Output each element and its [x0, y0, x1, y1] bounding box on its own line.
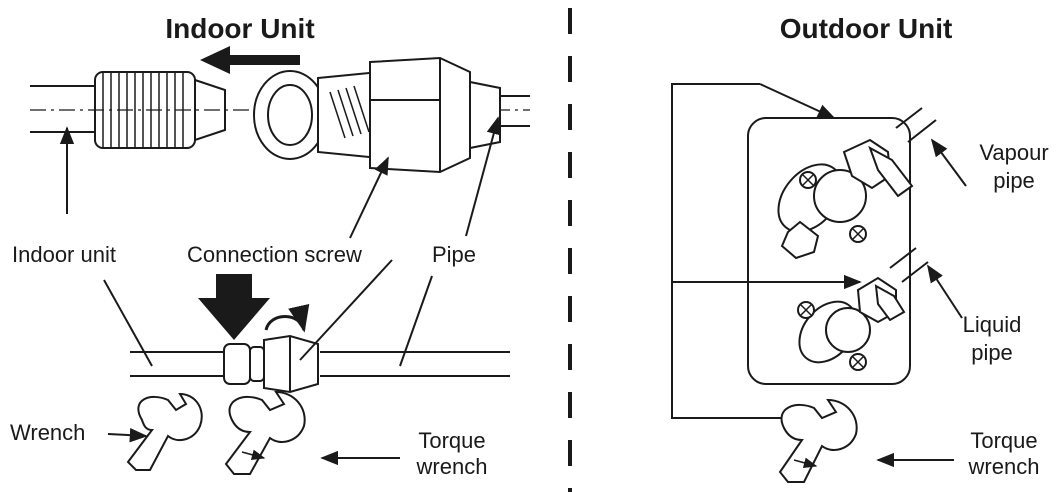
wrench-leader	[107, 427, 148, 443]
torque-wrench-label-line2: wrench	[416, 454, 488, 479]
flare-connection-illustration	[30, 46, 530, 239]
connection-screw-label: Connection screw	[187, 242, 362, 267]
vapour-pipe-leader	[930, 138, 967, 187]
indoor-unit-title: Indoor Unit	[165, 13, 314, 44]
liquid-pipe-label-line2: pipe	[971, 340, 1013, 365]
vapour-pipe-label-line2: pipe	[993, 168, 1035, 193]
direction-arrow-icon	[200, 46, 300, 74]
indoor-unit-label: Indoor unit	[12, 242, 116, 267]
wrench-icon	[126, 392, 203, 471]
down-arrow-icon	[198, 274, 270, 340]
liquid-pipe-label-line1: Liquid	[963, 312, 1022, 337]
indoor-unit-leader-bottom	[103, 279, 153, 367]
connection-screw-leader	[349, 156, 389, 239]
torque-wrench-label-line1: Torque	[418, 428, 485, 453]
pipe-leader-top	[465, 116, 501, 237]
rotation-arrow-icon	[264, 303, 310, 333]
vapour-pipe-label-line1: Vapour	[979, 140, 1048, 165]
outdoor-torque-wrench-label-line2: wrench	[968, 454, 1040, 479]
liquid-service-valve	[797, 247, 929, 371]
pipe-label: Pipe	[432, 242, 476, 267]
outdoor-torque-wrench-label-line1: Torque	[970, 428, 1037, 453]
outdoor-unit-title: Outdoor Unit	[780, 13, 953, 44]
tightening-illustration	[103, 259, 510, 394]
torque-wrench-icon	[224, 390, 306, 475]
wrench-label: Wrench	[10, 420, 85, 445]
vapour-service-valve	[777, 107, 937, 260]
connection-screw-leader-bottom	[299, 259, 393, 361]
outdoor-torque-wrench-icon	[778, 398, 858, 483]
liquid-pipe-leader	[927, 264, 963, 319]
threaded-pipe-end	[94, 71, 226, 149]
outdoor-valve-panel	[671, 83, 911, 419]
flare-nut	[253, 56, 530, 174]
pipe-leader-bottom	[399, 275, 433, 367]
